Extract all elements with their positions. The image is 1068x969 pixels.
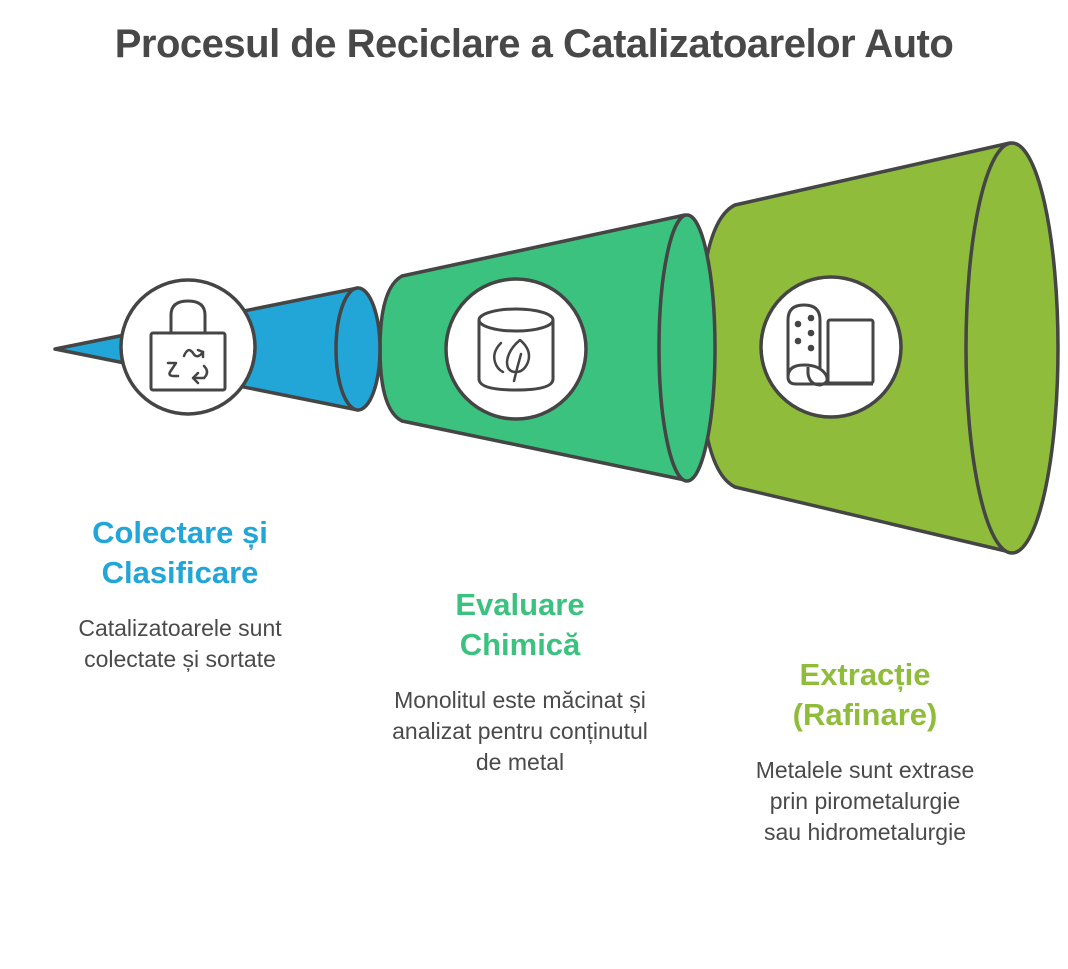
stage-1-rim [334,286,382,412]
page-title: Procesul de Reciclare a Catalizatoarelor… [114,22,954,66]
step-2-heading-line1: Evaluare [455,587,585,622]
step-2-heading-line2: Chimică [459,627,581,662]
step-1-description: Catalizatoarele sunt colectate și sortat… [78,615,282,672]
recycle-bag-icon [119,278,257,416]
step-3-heading-line2: (Rafinare) [792,697,938,732]
step-3-heading: Extracție (Rafinare) [705,655,1025,735]
stage-3-rim [964,141,1060,555]
eco-container-icon [444,277,588,421]
step-1-heading: Colectare și Clasificare [40,513,320,593]
step-1-label: Colectare și Clasificare Catalizatoarele… [40,513,320,675]
step-2-label: Evaluare Chimică Monolitul este măcinat … [360,585,680,778]
step-2-description: Monolitul este măcinat și analizat pentr… [392,687,648,775]
step-3-label: Extracție (Rafinare) Metalele sunt extra… [705,655,1025,848]
step-1-heading-line1: Colectare și [92,515,268,550]
stage-2-rim [657,213,717,483]
step-3-description: Metalele sunt extrase prin pirometalurgi… [755,757,975,845]
scroll-roll-icon [759,275,903,419]
step-3-heading-line1: Extracție [799,657,931,692]
step-1-heading-line2: Clasificare [101,555,259,590]
step-2-heading: Evaluare Chimică [360,585,680,665]
